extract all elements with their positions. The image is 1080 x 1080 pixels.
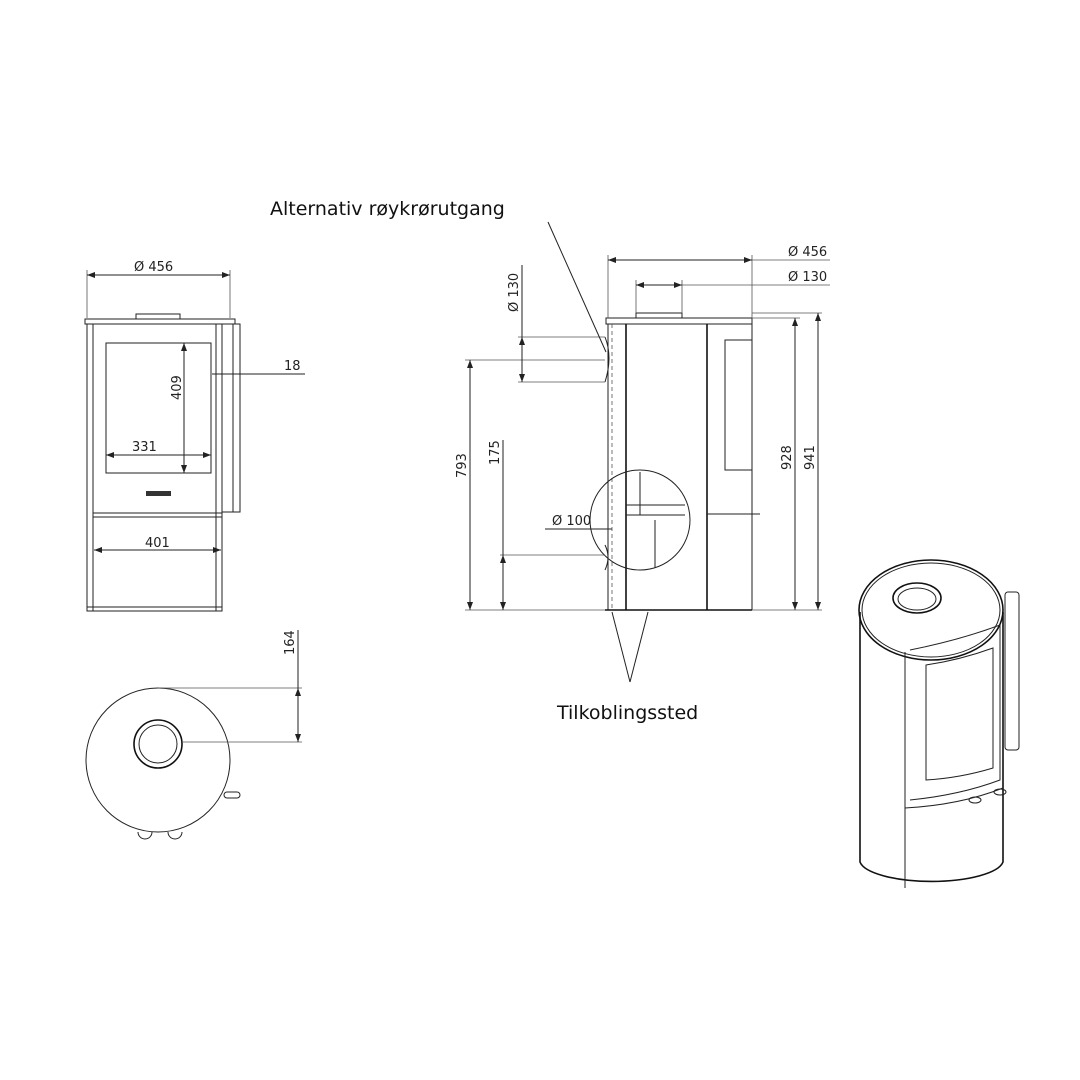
front-view: Ø 456 409 331 401 18 [84,260,305,612]
detail-circle [589,469,691,571]
side-width-dim: Ø 456 [788,245,827,260]
rear-flue-height-dim: 793 [455,453,470,478]
top-view: 164 [85,630,302,840]
body-height-dim: 928 [780,445,795,470]
connection-label: Tilkoblingssted [556,702,698,724]
brand-logo [146,491,171,496]
glass-height-dim: 409 [170,375,185,400]
glass-width-dim: 331 [132,440,157,455]
door-depth-dim: 18 [284,359,301,374]
flue-offset-dim: 164 [283,630,298,655]
top-flue-dim: Ø 130 [788,270,827,285]
air-inlet-dim: Ø 100 [552,514,591,529]
side-view: Ø 456 Ø 130 928 941 793 175 Ø 130 Ø 100 [270,198,830,724]
alt-outlet-label: Alternativ røykrørutgang [270,198,505,220]
total-height-dim: 941 [803,445,818,470]
front-width-dim: Ø 456 [134,260,173,275]
stove-3d-view [858,559,1020,888]
rear-flue-dim: Ø 130 [507,273,522,312]
lower-width-dim: 401 [145,536,170,551]
air-inlet-height-dim: 175 [488,440,503,465]
